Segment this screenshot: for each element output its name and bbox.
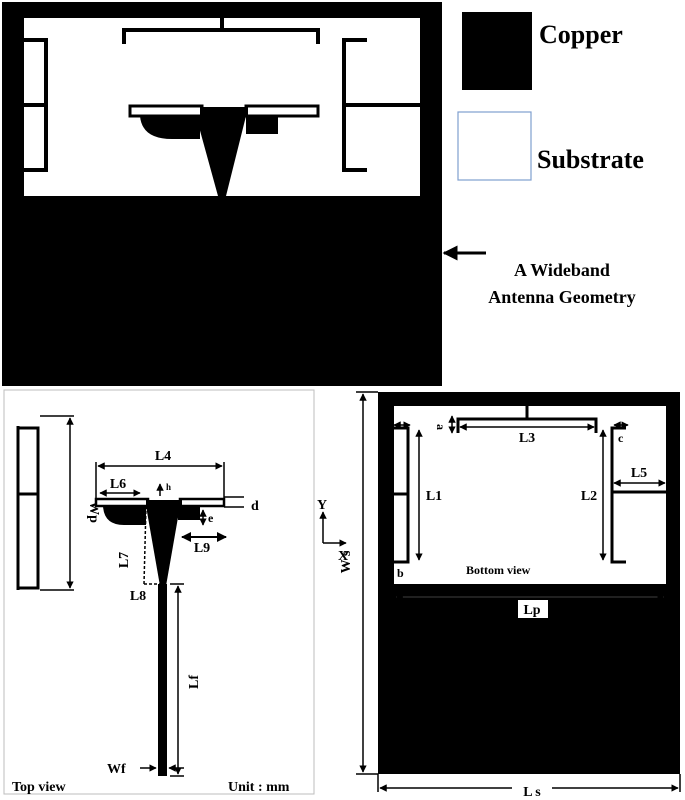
top-view-label: Top view bbox=[12, 780, 66, 795]
caption-line-2: Antenna Geometry bbox=[488, 287, 635, 307]
top-bracket bbox=[122, 18, 320, 44]
axis-x-label: X bbox=[338, 549, 348, 564]
label-wf: Wf bbox=[107, 762, 126, 777]
label-l8: L8 bbox=[130, 589, 146, 604]
radiating-patch bbox=[128, 104, 320, 196]
legend: Copper Substrate bbox=[457, 12, 644, 181]
parasitic-strip bbox=[16, 426, 40, 590]
label-h: h bbox=[166, 482, 171, 492]
bottom-view-panel: a L3 c L1 L2 L5 b Bottom view bbox=[378, 392, 680, 774]
label-d: d bbox=[251, 499, 259, 514]
l7-l8-dimension bbox=[143, 505, 160, 585]
antenna-perspective-view bbox=[2, 2, 442, 386]
top-view-patch bbox=[94, 497, 226, 776]
label-l2: L2 bbox=[581, 489, 597, 504]
label-b: b bbox=[397, 566, 404, 580]
copper-swatch bbox=[462, 12, 532, 90]
label-lf: Lf bbox=[187, 675, 202, 689]
label-lp: Lp bbox=[523, 603, 540, 618]
wp-dimension bbox=[40, 415, 74, 591]
caption-line-1: A Wideband bbox=[514, 260, 610, 280]
coordinate-axes bbox=[319, 511, 347, 547]
label-l6: L6 bbox=[110, 477, 126, 492]
label-ws: W s bbox=[339, 550, 354, 573]
bottom-view-label: Bottom view bbox=[466, 563, 531, 577]
label-ls: L s bbox=[523, 785, 541, 800]
label-l9: L9 bbox=[194, 541, 210, 556]
bottom-top-bracket bbox=[456, 406, 598, 433]
label-c: c bbox=[618, 431, 624, 445]
unit-label: Unit : mm bbox=[228, 780, 290, 795]
substrate-label: Substrate bbox=[537, 145, 644, 174]
label-e: e bbox=[208, 511, 214, 525]
label-l5: L5 bbox=[631, 466, 647, 481]
ws-dimension bbox=[356, 391, 378, 775]
feed-line bbox=[158, 584, 167, 776]
ls-label-bg bbox=[512, 780, 552, 800]
lf-dimension bbox=[170, 583, 184, 777]
l4-dimension bbox=[95, 462, 225, 502]
lp-label-bg bbox=[518, 600, 548, 618]
left-bracket bbox=[24, 38, 48, 172]
substrate-swatch bbox=[457, 111, 532, 181]
label-a: a bbox=[434, 424, 448, 430]
label-l1: L1 bbox=[426, 489, 442, 504]
top-view-panel: Wp L4 L6 h d e bbox=[3, 389, 315, 795]
caption: A Wideband Antenna Geometry bbox=[442, 245, 636, 307]
right-bracket bbox=[342, 38, 420, 172]
copper-label: Copper bbox=[539, 20, 623, 49]
label-l3: L3 bbox=[519, 431, 535, 446]
axis-y-label: Y bbox=[317, 498, 327, 513]
label-l7: L7 bbox=[117, 552, 132, 568]
bottom-substrate-window bbox=[394, 406, 666, 584]
d-dimension bbox=[224, 496, 244, 508]
label-l4: L4 bbox=[155, 449, 171, 464]
